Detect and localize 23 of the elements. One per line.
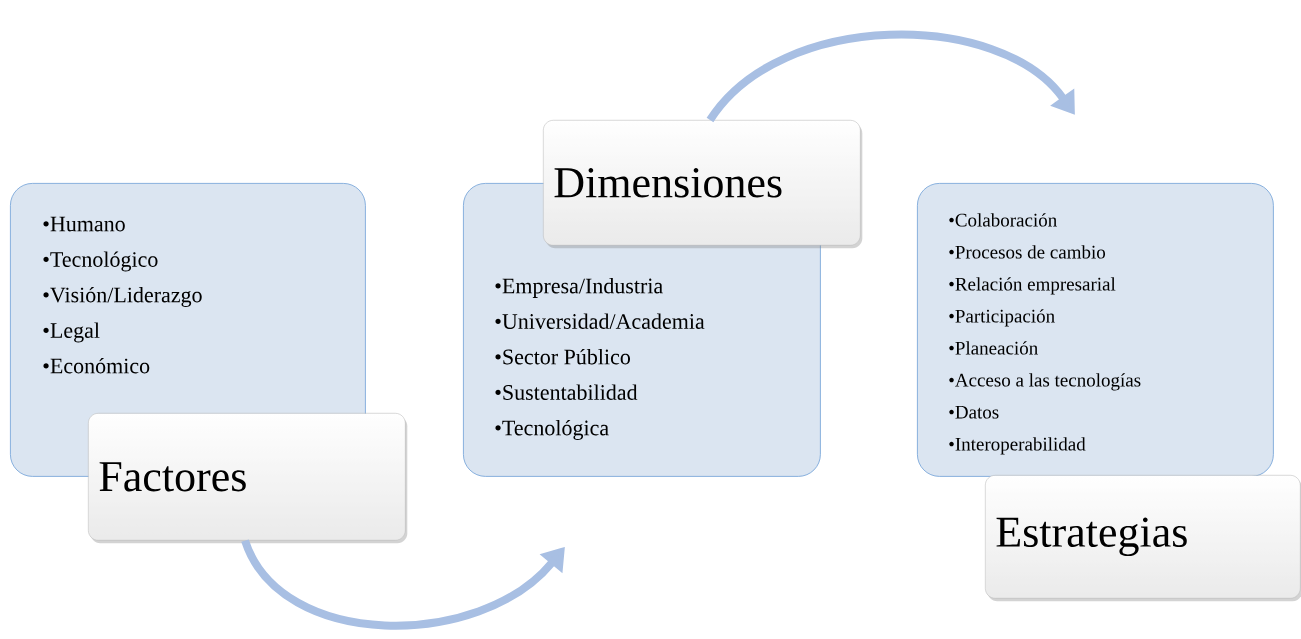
list-item: •Económico (43, 357, 150, 374)
list-item: •Sustentabilidad (495, 384, 638, 400)
list-item: •Participación (949, 309, 1055, 327)
list-item: •Procesos de cambio (949, 245, 1106, 259)
list-item: •Sector Público (495, 348, 630, 365)
list-item: •Tecnológica (495, 419, 609, 440)
list-item: •Legal (43, 322, 100, 343)
list-item: •Tecnológico (43, 251, 158, 272)
title-box: Estrategias (985, 475, 1301, 602)
list-item: •Universidad/Academia (495, 313, 705, 329)
list-item: •Humano (43, 216, 125, 232)
curved-arrow (706, 30, 1075, 123)
title-box: Dimensiones (543, 120, 863, 249)
list-item: •Colaboración (949, 213, 1057, 227)
title-box: Factores (88, 413, 408, 544)
curved-arrow (241, 538, 565, 630)
list-item: •Datos (949, 405, 999, 419)
list-item: •Empresa/Industria (495, 277, 663, 298)
list-item: •Visión/Liderazgo (43, 286, 202, 307)
list-item: •Planeación (949, 341, 1038, 355)
list-item: •Interoperabilidad (949, 437, 1086, 455)
list-item: •Relación empresarial (949, 277, 1116, 295)
list-item: •Acceso a las tecnologías (949, 373, 1141, 391)
